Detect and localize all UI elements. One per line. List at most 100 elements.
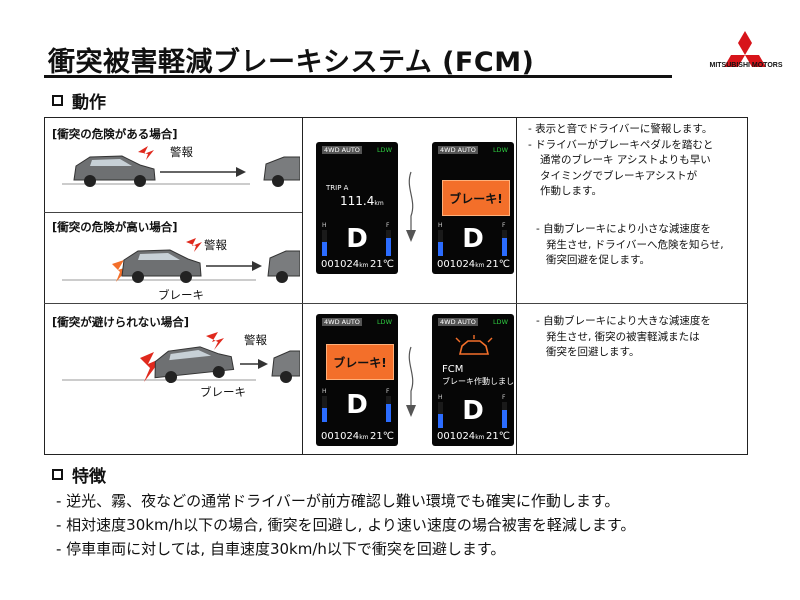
transition-arrow-icon xyxy=(406,171,416,242)
notes-case-3: - 自動ブレーキにより大きな減速度を 発生させ, 衝突の被害軽減または 衝突を回… xyxy=(536,314,711,361)
brake-label: ブレーキ xyxy=(200,385,246,399)
lead-car-icon xyxy=(263,156,300,187)
note-line: - 自動ブレーキにより大きな減速度を xyxy=(536,315,711,327)
note-line: 発生させ, ドライバーへ危険を知らせ, xyxy=(546,238,724,251)
checkbox-bullet-icon xyxy=(52,469,63,480)
gear-indicator: D xyxy=(462,224,484,254)
ldw-indicator: LDW xyxy=(492,146,508,154)
section-features-label: 特徴 xyxy=(72,467,106,487)
note-line: 発生させ, 衝突の被害軽減または xyxy=(546,330,700,343)
notes-case-1: - 表示と音でドライバーに警報します。 - ドライバーがブレーキペダルを踏むと … xyxy=(528,122,713,200)
title-underline xyxy=(44,75,672,78)
ldw-indicator: LDW xyxy=(376,318,392,326)
warning-label: 警報 xyxy=(170,145,193,159)
note-line: 作動します。 xyxy=(540,185,602,197)
temp-high-mark: H xyxy=(438,394,443,401)
dash-panel-trip: 4WD AUTO LDW TRIP A 111.4km H D F 001024… xyxy=(316,142,398,274)
table-divider xyxy=(302,117,303,455)
section-operation-label: 動作 xyxy=(72,93,106,113)
fuel-gauge xyxy=(386,396,391,422)
temp-gauge xyxy=(322,396,327,422)
transition-arrow-icon xyxy=(406,346,416,417)
warning-label: 警報 xyxy=(244,333,267,347)
fcm-car-icon xyxy=(455,335,493,355)
temp-high-mark: H xyxy=(322,222,327,229)
table-divider xyxy=(516,117,517,455)
note-line: 衝突を回避します。 xyxy=(546,346,640,358)
scene-collision-risk xyxy=(62,146,300,187)
warning-label: 警報 xyxy=(204,238,227,252)
trip-distance: 111.4km xyxy=(340,194,384,208)
note-line: タイミングでブレーキアシストが xyxy=(540,169,698,182)
warning-spark-icon xyxy=(206,332,224,350)
feature-item: - 逆光、霧、夜などの通常ドライバーが前方確認し難い環境でも確実に作動します。 xyxy=(56,492,620,510)
own-car-icon xyxy=(154,346,235,384)
radar-arrow-icon xyxy=(240,359,268,369)
note-line: 通常のブレーキ アシストよりも早い xyxy=(540,154,711,166)
temp-high-mark: H xyxy=(322,388,327,395)
fuel-gauge xyxy=(386,230,391,256)
note-line: - 表示と音でドライバーに警報します。 xyxy=(528,123,713,135)
outside-temp: 21℃ xyxy=(370,431,394,442)
odometer: 001024km xyxy=(321,431,369,442)
fuel-gauge xyxy=(502,230,507,256)
fuel-full-mark: F xyxy=(386,222,390,229)
dash-panel-fcm-activated: 4WD AUTO LDW FCM ブレーキ作動しました H D F 001024… xyxy=(432,314,514,446)
brake-warning-message: ブレーキ! xyxy=(442,180,510,216)
warning-spark-icon xyxy=(138,146,154,160)
fcm-message: ブレーキ作動しました xyxy=(442,377,514,386)
drive-mode-indicator: 4WD AUTO xyxy=(322,146,362,154)
case-label-high-risk: [衝突の危険が高い場合] xyxy=(52,220,178,234)
odometer: 001024km xyxy=(321,259,369,270)
own-car-icon xyxy=(121,249,202,283)
outside-temp: 21℃ xyxy=(486,431,510,442)
case-label-risk: [衝突の危険がある場合] xyxy=(52,127,178,141)
logo-text: MITSUBISHI MOTORS xyxy=(709,62,783,69)
drive-mode-indicator: 4WD AUTO xyxy=(438,318,478,326)
scene-high-risk xyxy=(62,238,300,283)
odometer: 001024km xyxy=(437,259,485,270)
drive-mode-indicator: 4WD AUTO xyxy=(438,146,478,154)
fuel-gauge xyxy=(502,402,507,428)
temp-gauge xyxy=(322,230,327,256)
fuel-full-mark: F xyxy=(502,222,506,229)
scene-unavoidable xyxy=(62,332,300,384)
note-line: 衝突回避を促します。 xyxy=(546,254,650,266)
case-label-unavoidable: [衝突が避けられない場合] xyxy=(52,315,190,329)
temp-gauge xyxy=(438,402,443,428)
notes-case-2: - 自動ブレーキにより小さな減速度を 発生させ, ドライバーへ危険を知らせ, 衝… xyxy=(536,222,724,269)
row-divider xyxy=(44,303,748,304)
row-divider xyxy=(44,212,302,213)
own-car-icon xyxy=(73,155,156,187)
radar-arrow-icon xyxy=(206,261,262,271)
operation-table xyxy=(44,117,748,455)
brake-label: ブレーキ xyxy=(158,288,204,302)
note-line: - 自動ブレーキにより小さな減速度を xyxy=(536,223,711,235)
checkbox-bullet-icon xyxy=(52,95,63,106)
outside-temp: 21℃ xyxy=(486,259,510,270)
gear-indicator: D xyxy=(346,390,368,420)
drive-mode-indicator: 4WD AUTO xyxy=(322,318,362,326)
lead-car-icon xyxy=(267,250,300,283)
feature-item: - 停車車両に対しては, 自車速度30km/h以下で衝突を回避します。 xyxy=(56,540,506,558)
warning-spark-icon xyxy=(186,238,202,252)
temp-high-mark: H xyxy=(438,222,443,229)
fcm-title: FCM xyxy=(442,364,464,375)
brake-spark-icon xyxy=(112,260,130,282)
trip-label: TRIP A xyxy=(326,184,349,192)
section-operation-heading: 動作 xyxy=(52,88,106,113)
page-title: 衝突被害軽減ブレーキシステム (FCM) xyxy=(48,47,535,78)
odometer: 001024km xyxy=(437,431,485,442)
section-features-heading: 特徴 xyxy=(52,462,106,487)
brake-warning-message: ブレーキ! xyxy=(326,344,394,380)
gear-indicator: D xyxy=(346,224,368,254)
feature-item: - 相対速度30km/h以下の場合, 衝突を回避し, より速い速度の場合被害を軽… xyxy=(56,516,636,534)
lead-car-icon xyxy=(271,350,300,383)
gear-indicator: D xyxy=(462,396,484,426)
outside-temp: 21℃ xyxy=(370,259,394,270)
brake-spark-icon xyxy=(140,352,162,382)
temp-gauge xyxy=(438,230,443,256)
ldw-indicator: LDW xyxy=(376,146,392,154)
note-line: - ドライバーがブレーキペダルを踏むと xyxy=(528,138,714,151)
fuel-full-mark: F xyxy=(502,394,506,401)
